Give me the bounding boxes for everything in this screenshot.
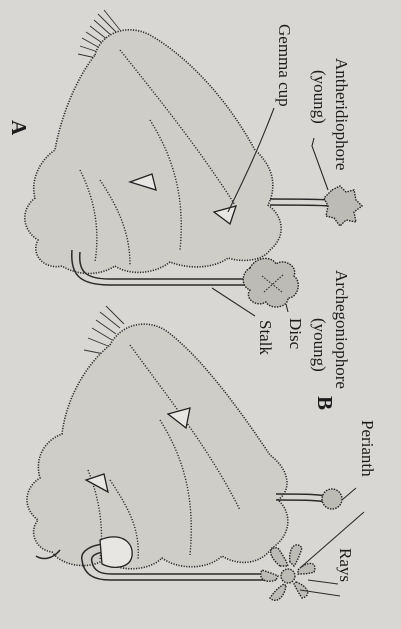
label-young-a: (young) (310, 70, 329, 124)
rays (261, 545, 315, 601)
basal-cup (100, 537, 132, 567)
perianth-head (322, 489, 342, 509)
label-perianth: Perianth (358, 420, 377, 477)
figure-label-a: A (7, 120, 31, 136)
label-archegoniophore: Archegoniophore (332, 270, 351, 389)
label-antheridiophore: Antheridiophore (332, 58, 351, 170)
leader-perianth (342, 488, 356, 500)
figure-label-b: B (313, 396, 337, 410)
label-gemma-cup: Gemma cup (275, 24, 294, 107)
thallus-b-outline (27, 324, 288, 569)
label-young-b: (young) (310, 318, 329, 372)
leader-antheridiophore (312, 138, 328, 190)
disc-a (243, 258, 298, 307)
leader-disc (286, 304, 288, 312)
thallus-a (25, 10, 281, 274)
perianth-stalk (276, 489, 342, 509)
antheridiophore-a (270, 186, 362, 226)
thallus-a-outline (25, 30, 281, 274)
antheridiophore-head (324, 186, 362, 226)
label-disc: Disc (286, 318, 305, 350)
thallus-b (27, 306, 288, 569)
label-rays: Rays (336, 548, 355, 582)
label-stalk: Stalk (256, 320, 275, 355)
